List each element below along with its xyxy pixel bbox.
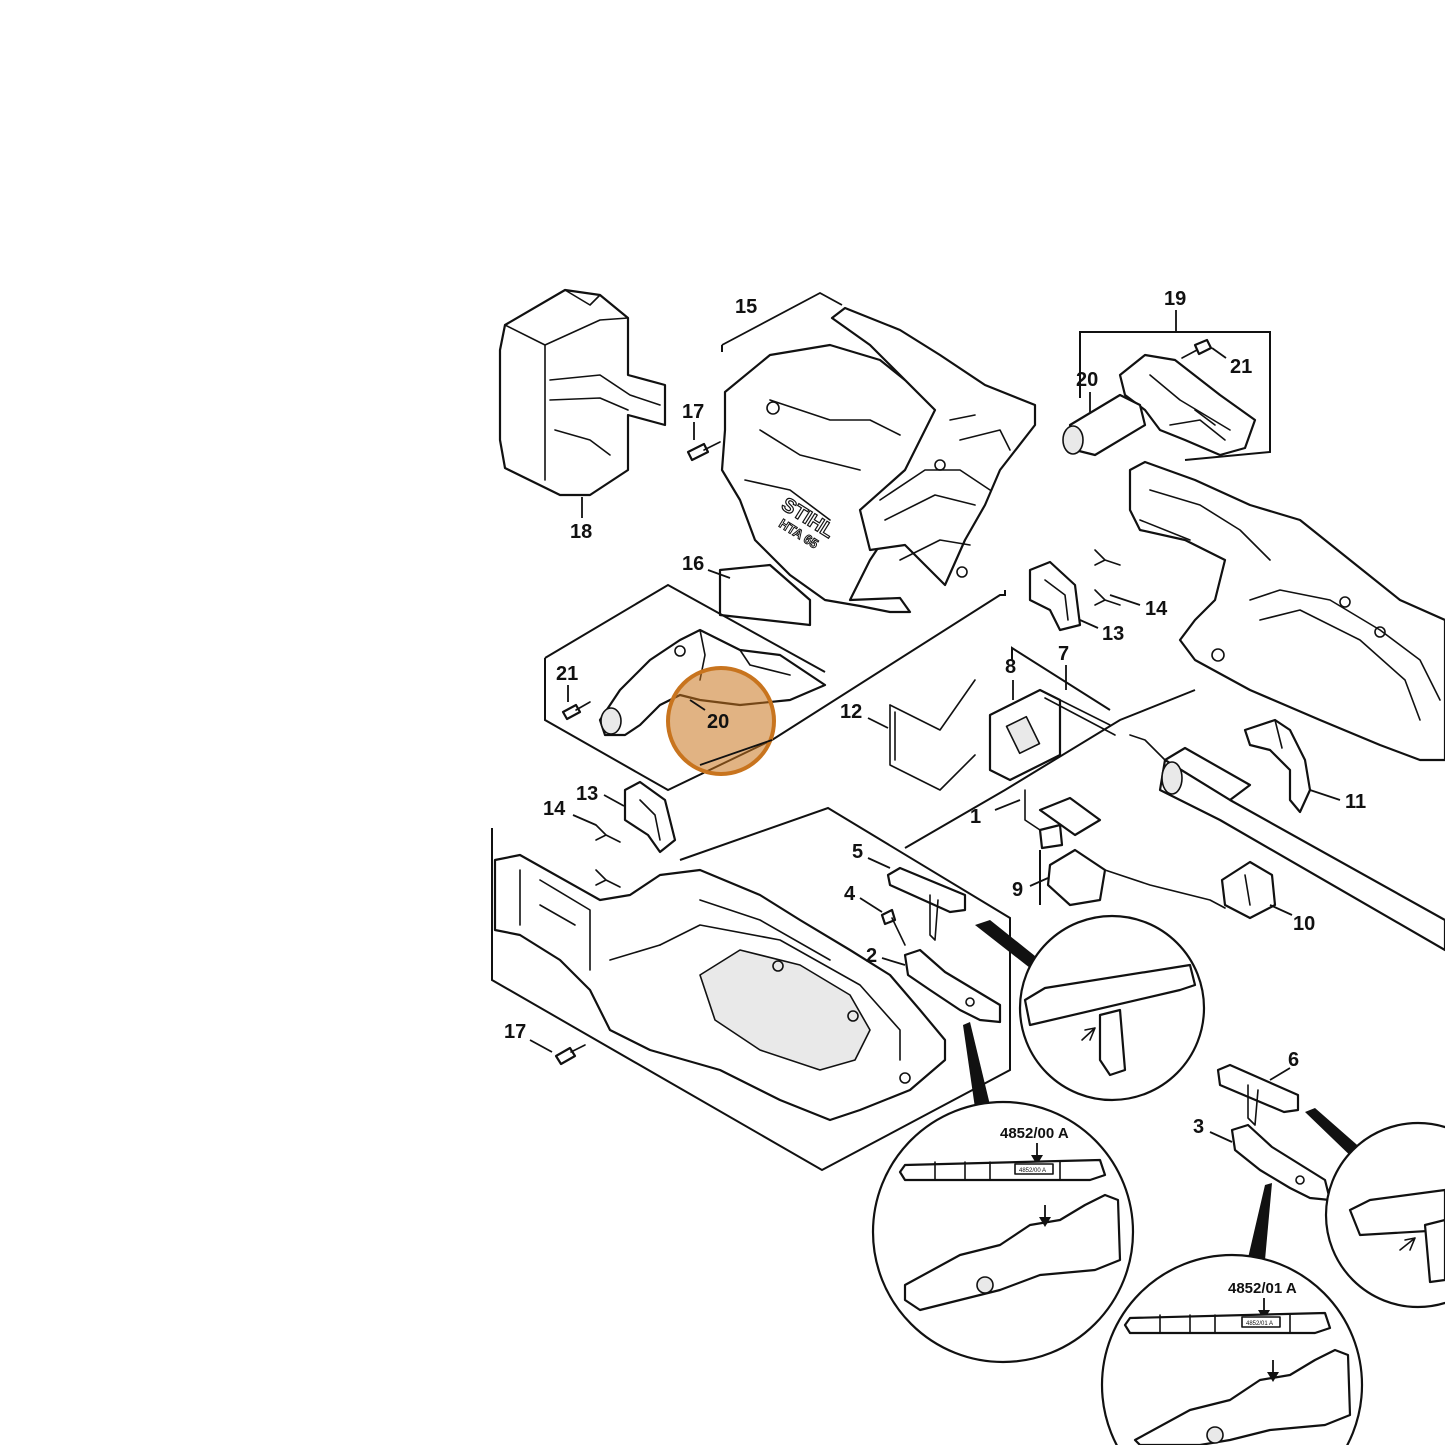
part-21-screw-top[interactable] [1181,338,1227,359]
callout-18: 18 [570,521,592,543]
part-17-screw-lower[interactable] [529,1039,586,1066]
detail-pointer-2 [963,1022,990,1108]
part-1-shaft-tube[interactable] [994,734,1445,952]
callout-9: 9 [1012,879,1023,901]
detail-marking-part-3: 4852/01 A [1228,1280,1297,1297]
callout-14-lower: 14 [543,798,566,820]
callout-14-upper: 14 [1145,598,1168,620]
part-13-lever-lower[interactable] [603,780,677,854]
part-housing-right-upper[interactable] [1128,460,1445,762]
part-20-grip-tube[interactable] [1062,393,1147,457]
callout-11: 11 [1345,791,1366,813]
callout-21-top: 21 [1230,356,1252,378]
part-9-switch[interactable] [1024,789,1226,909]
part-8-control-module[interactable] [988,688,1116,782]
part-14-spring-upper[interactable] [1094,549,1141,606]
part-14-spring-lower[interactable] [572,814,621,888]
callout-19: 19 [1164,288,1186,310]
part-housing-left[interactable] [493,853,947,1122]
part-16-label[interactable] [707,563,812,627]
part-4-spring[interactable] [859,897,906,946]
part-2-trigger[interactable] [881,948,1002,1024]
frame-7-8 [1011,646,1111,711]
part-5-trigger-lock[interactable] [867,857,967,941]
detail-view-part-3: 4852/01 A 4852/01 A [1100,1253,1364,1445]
part-12-wire-bracket[interactable] [867,679,976,791]
callout-3: 3 [1193,1116,1204,1138]
callout-7: 7 [1058,643,1069,665]
callout-5: 5 [852,841,863,863]
part-3-trigger-alt[interactable] [1209,1123,1332,1202]
frame-19 [1079,310,1271,461]
part-18-cover[interactable] [498,288,667,497]
part-10-connector[interactable] [1220,860,1293,920]
detail-marking-part-2: 4852/00 A [1000,1125,1069,1142]
highlight-callout-20[interactable]: 20 [666,666,776,776]
part-11-latch[interactable] [1243,718,1341,814]
part-17-screw-top[interactable] [686,422,721,462]
detail-pointer-3 [1248,1183,1272,1260]
detail-view-part-5 [1018,914,1206,1102]
part-15-motor-housing[interactable]: STIHL HTA 65 [720,306,1037,614]
frame-main-housing [491,806,1011,1172]
detail-view-part-2: 4852/00 A 4852/00 A [871,1100,1135,1364]
callout-13-lower: 13 [576,783,598,805]
callout-20-highlight: 20 [707,711,729,733]
callout-21-left: 21 [556,663,578,685]
callout-13-upper: 13 [1102,623,1124,645]
detail-marking-part-2-small: 4852/00 A [1019,1168,1046,1174]
callout-6: 6 [1288,1049,1299,1071]
callout-20-top: 20 [1076,369,1098,391]
part-13-lever-upper[interactable] [1028,560,1099,632]
callout-4: 4 [844,883,856,905]
callout-12: 12 [840,701,862,723]
callout-8: 8 [1005,656,1016,678]
detail-marking-part-3-small: 4852/01 A [1246,1321,1273,1327]
callout-1: 1 [970,806,981,828]
detail-view-part-6 [1324,1121,1445,1309]
callout-2: 2 [866,945,877,967]
frame-1 [904,689,1196,849]
frame-15 [721,291,843,352]
callout-17-top: 17 [682,401,704,423]
callout-17-lower: 17 [504,1021,526,1043]
callout-10: 10 [1293,913,1315,935]
detail-pointer-5 [975,920,1040,968]
part-21-screw-left[interactable] [561,685,591,721]
callout-15: 15 [735,296,757,318]
callout-16: 16 [682,553,704,575]
part-6-trigger-lock-alt[interactable] [1216,1063,1300,1126]
